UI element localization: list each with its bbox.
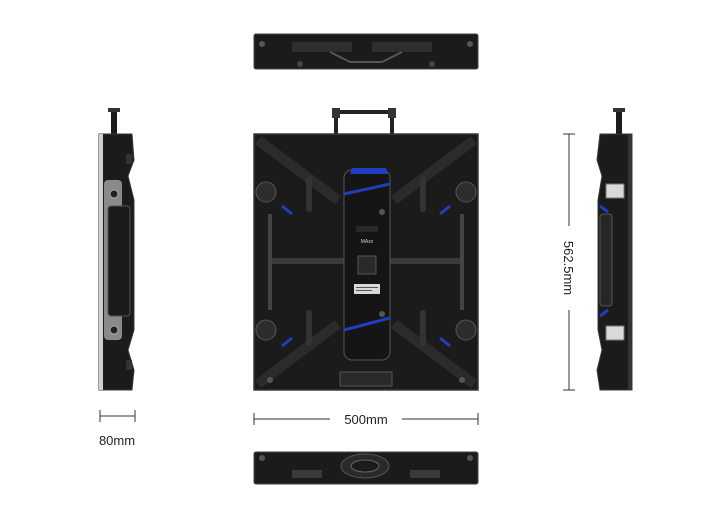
depth-dimension: 80mm: [99, 410, 136, 448]
height-label: 562.5mm: [561, 241, 576, 295]
right-side-view: [596, 108, 633, 391]
width-dimension: 500mm: [253, 412, 479, 427]
front-back-view: MAxx: [253, 108, 479, 391]
product-badge: MAxx: [361, 239, 374, 245]
depth-label: 80mm: [99, 433, 135, 448]
top-view: [253, 33, 479, 70]
bottom-view: [253, 451, 479, 485]
left-side-view: [98, 108, 135, 391]
height-dimension: 562.5mm: [561, 133, 576, 391]
width-label: 500mm: [344, 412, 387, 427]
